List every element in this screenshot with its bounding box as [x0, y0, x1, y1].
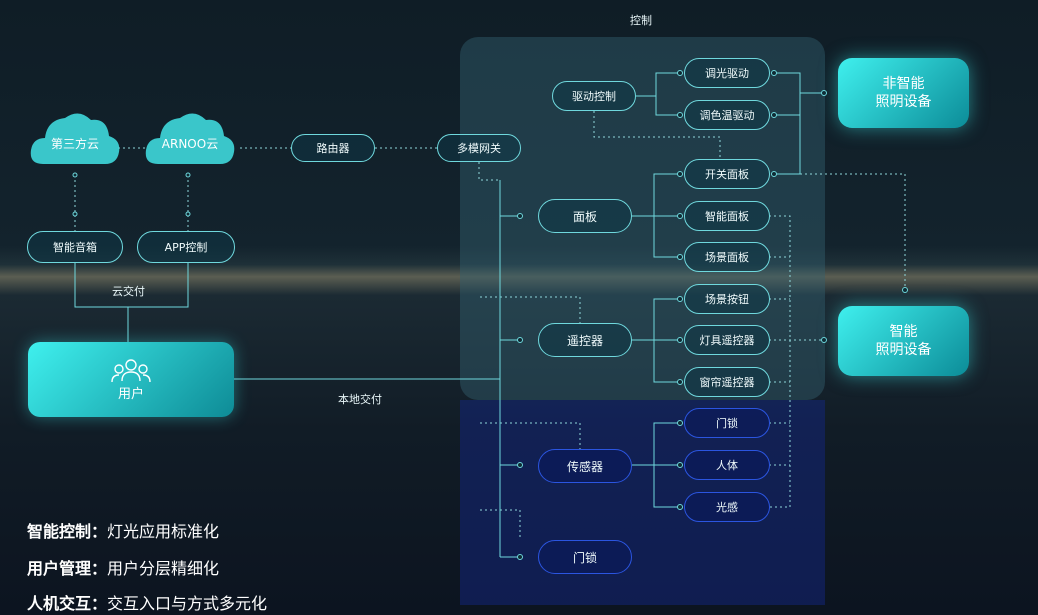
- leaf-human-sensor[interactable]: 人体: [684, 450, 770, 480]
- users-icon: [111, 359, 151, 383]
- leaf-scene-button[interactable]: 场景按钮: [684, 284, 770, 314]
- smart-lighting[interactable]: 智能 照明设备: [838, 306, 969, 376]
- cloud-icon: [145, 113, 235, 164]
- control-label: 控制: [630, 14, 652, 27]
- feature-user-management: 用户管理：用户分层精细化: [27, 559, 220, 578]
- third-party-cloud: 第三方云: [29, 108, 121, 164]
- cloud-label: ARNOO云: [161, 137, 219, 151]
- leaf-scene-panel[interactable]: 场景面板: [684, 242, 770, 272]
- leaf-smart-panel[interactable]: 智能面板: [684, 201, 770, 231]
- user-label: 用户: [117, 387, 144, 402]
- feature-title: 智能控制: [27, 522, 92, 541]
- driver-control[interactable]: 驱动控制: [552, 81, 636, 111]
- cloud-label: 第三方云: [50, 137, 99, 151]
- leaf-door-lock[interactable]: 门锁: [684, 408, 770, 438]
- cloud-icon: [30, 113, 120, 164]
- leaf-curtain-remote[interactable]: 窗帘遥控器: [684, 367, 770, 397]
- leaf-switch-panel[interactable]: 开关面板: [684, 159, 770, 189]
- lock-node[interactable]: 门锁: [538, 540, 632, 574]
- leaf-dimming-driver[interactable]: 调光驱动: [684, 58, 770, 88]
- feature-smart-control: 智能控制：灯光应用标准化: [27, 522, 220, 541]
- sensor-node[interactable]: 传感器: [538, 449, 632, 483]
- non-smart-lighting[interactable]: 非智能 照明设备: [838, 58, 969, 128]
- leaf-lamp-remote[interactable]: 灯具遥控器: [684, 325, 770, 355]
- remote-node[interactable]: 遥控器: [538, 323, 632, 357]
- feature-desc: 交互入口与方式多元化: [107, 594, 268, 613]
- feature-interaction: 人机交互：交互入口与方式多元化: [27, 594, 268, 613]
- user-box[interactable]: 用户: [28, 342, 234, 417]
- leaf-cct-driver[interactable]: 调色温驱动: [684, 100, 770, 130]
- gateway[interactable]: 多模网关: [437, 134, 521, 162]
- app-control[interactable]: APP控制: [137, 231, 235, 263]
- arnoo-cloud: ARNOO云: [144, 108, 236, 164]
- feature-desc: 灯光应用标准化: [107, 522, 220, 541]
- local-delivery-label: 本地交付: [338, 393, 382, 406]
- leaf-light-sensor[interactable]: 光感: [684, 492, 770, 522]
- panel-node[interactable]: 面板: [538, 199, 632, 233]
- feature-desc: 用户分层精细化: [107, 559, 220, 578]
- feature-title: 人机交互: [27, 594, 92, 613]
- router[interactable]: 路由器: [291, 134, 375, 162]
- feature-title: 用户管理: [27, 559, 92, 578]
- cloud-delivery-label: 云交付: [112, 285, 145, 298]
- smart-speaker[interactable]: 智能音箱: [27, 231, 123, 263]
